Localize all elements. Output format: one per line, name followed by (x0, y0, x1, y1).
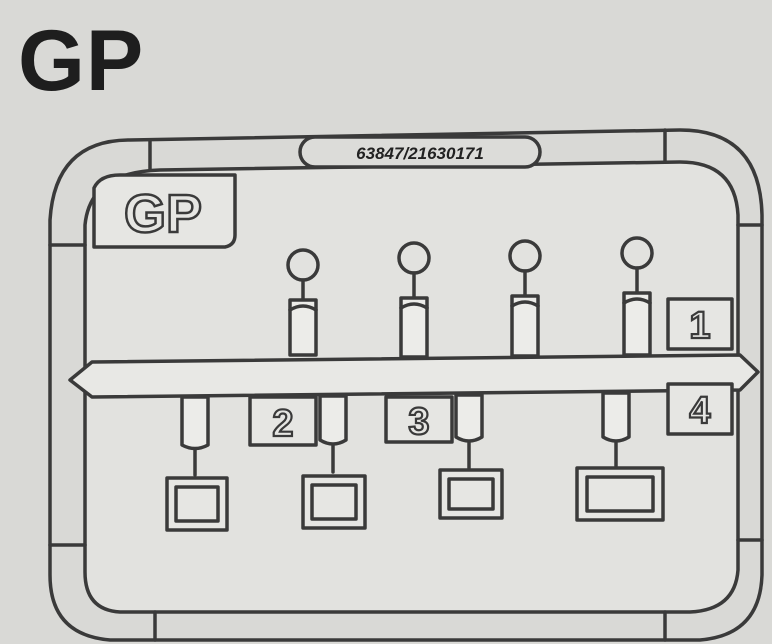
page-title: GP (18, 13, 145, 109)
top-part-1 (286, 248, 320, 357)
part-number-1: 1 (689, 305, 710, 347)
sprue-code-label-box (298, 135, 542, 169)
bottom-part-4 (575, 391, 665, 522)
sprue-logo-box (92, 173, 237, 249)
part-number-2: 2 (272, 403, 293, 445)
bottom-part-3 (438, 393, 504, 520)
part-number-box-3 (384, 395, 454, 444)
part-number-box-2 (248, 395, 318, 447)
part-number-box-1 (666, 297, 734, 351)
top-part-2 (397, 241, 431, 359)
part-number-3: 3 (408, 401, 429, 443)
bottom-part-2 (301, 394, 367, 530)
top-part-4 (620, 236, 654, 357)
sprue-code-label: 63847/21630171 (356, 144, 484, 163)
part-number-4: 4 (689, 390, 710, 432)
sprue-runner (68, 353, 760, 399)
top-part-3 (508, 239, 542, 358)
sprue-logo-text: GP (124, 184, 202, 244)
bottom-part-1 (165, 395, 229, 532)
sprue-frame-outer (48, 128, 764, 642)
part-number-box-4 (666, 382, 734, 436)
